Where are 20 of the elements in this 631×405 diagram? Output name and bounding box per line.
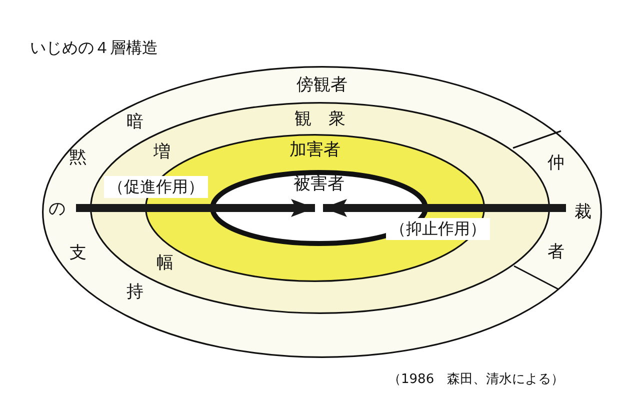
ring-side-label: 支 [70, 243, 86, 263]
ring-side-label: 幅 [156, 253, 174, 273]
ring-side-label: 裁 [574, 202, 592, 222]
ring-side-label: 持 [126, 282, 144, 302]
edge-label: （抑止作用） [386, 218, 490, 240]
ring-label: 傍観者 [296, 75, 348, 95]
ring-side-label: 者 [548, 242, 564, 262]
ring-label: 被害者 [294, 174, 344, 194]
ring-label: 加害者 [290, 140, 340, 160]
ring-side-label: の [48, 199, 66, 219]
caption: （1986 森田、清水による） [388, 371, 564, 388]
ring-side-label: 仲 [548, 153, 564, 173]
ring-side-label: 増 [154, 142, 170, 162]
edge-label: （促進作用） [104, 176, 208, 198]
ring-label: 観 衆 [294, 109, 346, 129]
ring-side-label: 黙 [70, 148, 86, 168]
title: いじめの４層構造 [30, 38, 158, 59]
arrow [76, 199, 315, 217]
arrow [323, 199, 566, 217]
ring-side-label: 暗 [126, 112, 144, 132]
